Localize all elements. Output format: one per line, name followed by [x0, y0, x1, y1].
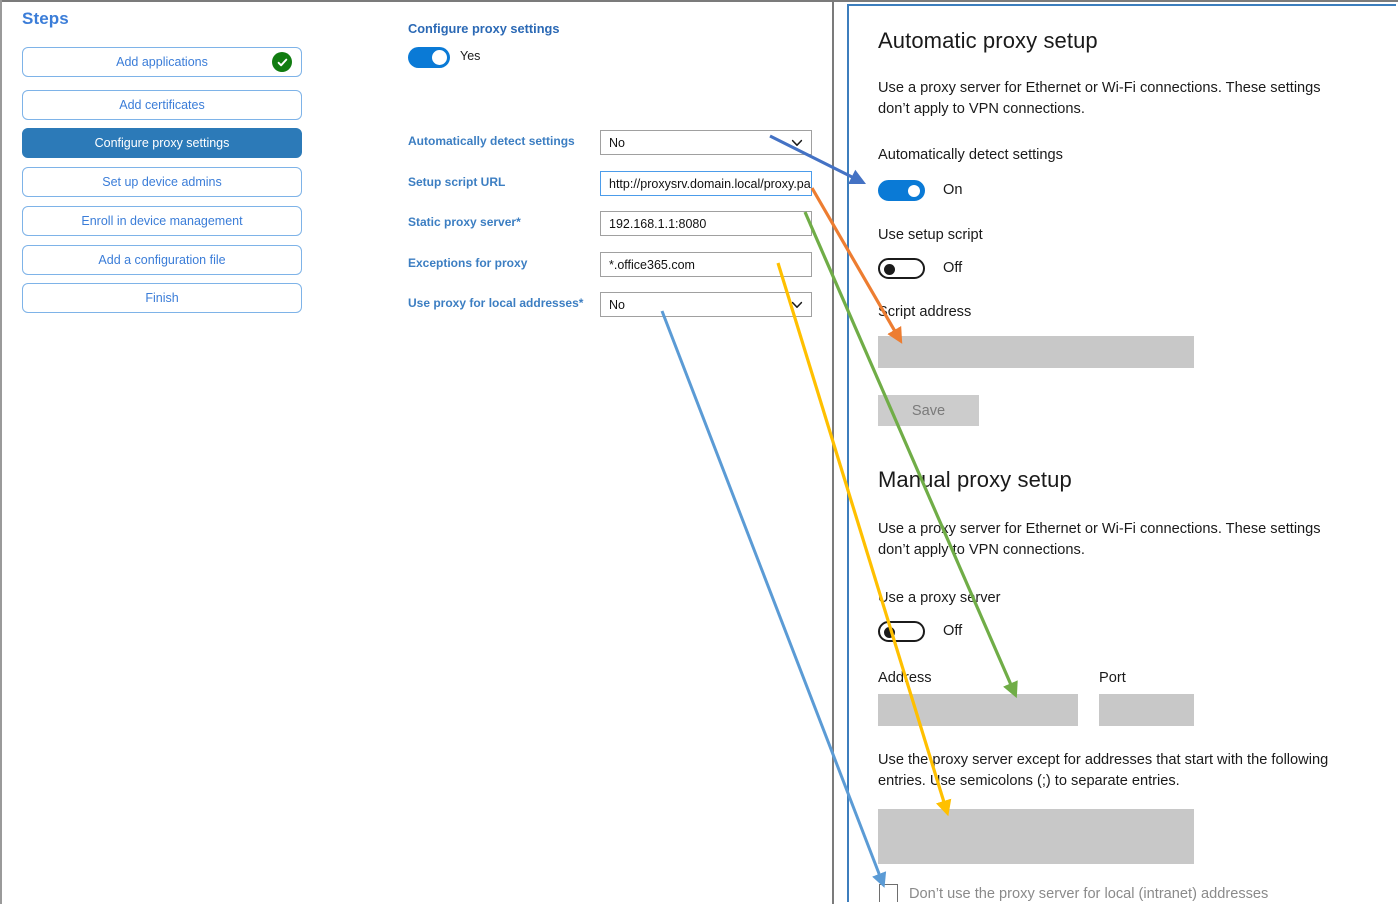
field-label-text: Use proxy for local addresses: [408, 296, 579, 310]
step-finish[interactable]: Finish: [22, 283, 302, 313]
step-add-a-configuration-file[interactable]: Add a configuration file: [22, 245, 302, 275]
address-input[interactable]: [878, 694, 1078, 726]
bypass-local-addresses-label: Don’t use the proxy server for local (in…: [909, 886, 1269, 902]
toggle-knob: [908, 185, 920, 197]
automatic-proxy-setup-description: Use a proxy server for Ethernet or Wi-Fi…: [878, 80, 1321, 117]
form-row-exceptions-for-proxy: Exceptions for proxy *.office365.com: [392, 252, 832, 278]
step-label: Enroll in device management: [81, 214, 243, 228]
check-circle-icon: [272, 52, 292, 72]
field-value: No: [609, 135, 625, 150]
automatically-detect-settings-toggle[interactable]: [878, 180, 925, 201]
field-label: Static proxy server*: [408, 215, 521, 229]
field-label: Automatically detect settings: [408, 134, 575, 148]
toggle-knob: [884, 264, 895, 275]
configure-proxy-toggle-label: Yes: [460, 49, 481, 63]
field-label: Use proxy for local addresses*: [408, 296, 583, 310]
form-row-static-proxy-server: Static proxy server* 192.168.1.1:8080: [392, 211, 832, 237]
use-setup-script-label: Use setup script: [878, 227, 983, 243]
configure-proxy-toggle[interactable]: [408, 47, 450, 68]
bypass-local-addresses-checkbox[interactable]: [879, 884, 898, 902]
automatic-proxy-setup-title: Automatic proxy setup: [878, 28, 1098, 53]
step-set-up-device-admins[interactable]: Set up device admins: [22, 167, 302, 197]
form-row-automatically-detect-settings: Automatically detect settings No: [392, 130, 832, 156]
field-value: *.office365.com: [609, 257, 695, 272]
save-button[interactable]: Save: [878, 395, 979, 426]
step-label: Set up device admins: [102, 175, 222, 189]
toggle-knob: [432, 50, 447, 65]
step-enroll-in-device-management[interactable]: Enroll in device management: [22, 206, 302, 236]
step-configure-proxy-settings[interactable]: Configure proxy settings: [22, 128, 302, 158]
automatically-detect-settings-label: Automatically detect settings: [878, 147, 1063, 163]
window-left-border: [0, 0, 2, 904]
steps-title: Steps: [22, 9, 69, 28]
step-label: Configure proxy settings: [94, 136, 230, 150]
script-address-input[interactable]: [878, 336, 1194, 368]
required-marker: *: [516, 215, 521, 229]
exceptions-for-proxy-input[interactable]: *.office365.com: [600, 252, 812, 277]
proxy-exceptions-description: Use the proxy server except for addresse…: [878, 752, 1329, 789]
windows-proxy-settings-panel: Automatic proxy setup Use a proxy server…: [847, 4, 1396, 902]
step-label: Add a configuration file: [98, 253, 226, 267]
step-add-applications[interactable]: Add applications: [22, 47, 302, 77]
use-a-proxy-server-state: Off: [943, 623, 963, 639]
use-proxy-for-local-addresses-select[interactable]: No: [600, 292, 812, 317]
step-add-certificates[interactable]: Add certificates: [22, 90, 302, 120]
automatically-detect-settings-select[interactable]: No: [600, 130, 812, 155]
script-address-label: Script address: [878, 304, 972, 320]
form-row-setup-script-url: Setup script URL http://proxysrv.domain.…: [392, 171, 832, 197]
field-label-text: Exceptions for proxy: [408, 256, 528, 270]
chevron-down-icon: [791, 299, 803, 311]
use-setup-script-state: Off: [943, 260, 963, 276]
setup-script-url-input[interactable]: http://proxysrv.domain.local/proxy.pa: [600, 171, 812, 196]
automatically-detect-settings-state: On: [943, 182, 963, 198]
port-label: Port: [1099, 670, 1126, 686]
panel-divider: [832, 0, 834, 904]
step-label: Add applications: [116, 55, 208, 69]
manual-proxy-setup-description: Use a proxy server for Ethernet or Wi-Fi…: [878, 521, 1321, 558]
form-heading: Configure proxy settings: [408, 21, 560, 36]
use-a-proxy-server-label: Use a proxy server: [878, 590, 1001, 606]
window-top-border: [0, 0, 1398, 2]
required-marker: *: [578, 296, 584, 310]
field-value: http://proxysrv.domain.local/proxy.pa: [609, 176, 811, 191]
toggle-knob: [884, 627, 895, 638]
static-proxy-server-input[interactable]: 192.168.1.1:8080: [600, 211, 812, 236]
field-label-text: Automatically detect settings: [408, 134, 575, 148]
step-label: Add certificates: [119, 98, 205, 112]
address-label: Address: [878, 670, 932, 686]
use-a-proxy-server-toggle[interactable]: [878, 621, 925, 642]
proxy-exceptions-input[interactable]: [878, 809, 1194, 864]
field-label: Exceptions for proxy: [408, 256, 527, 270]
manual-proxy-setup-title: Manual proxy setup: [878, 467, 1072, 492]
field-label-text: Static proxy server: [408, 215, 517, 229]
form-row-use-proxy-for-local-addresses: Use proxy for local addresses* No: [392, 292, 832, 318]
field-value: No: [609, 297, 625, 312]
use-setup-script-toggle[interactable]: [878, 258, 925, 279]
steps-panel: Steps Add applications Add certificates …: [2, 2, 392, 904]
proxy-form-panel: Configure proxy settings Yes Automatical…: [392, 2, 832, 904]
field-label: Setup script URL: [408, 175, 505, 189]
field-label-text: Setup script URL: [408, 175, 506, 189]
chevron-down-icon: [791, 137, 803, 149]
step-label: Finish: [145, 291, 179, 305]
field-value: 192.168.1.1:8080: [609, 216, 707, 231]
port-input[interactable]: [1099, 694, 1194, 726]
